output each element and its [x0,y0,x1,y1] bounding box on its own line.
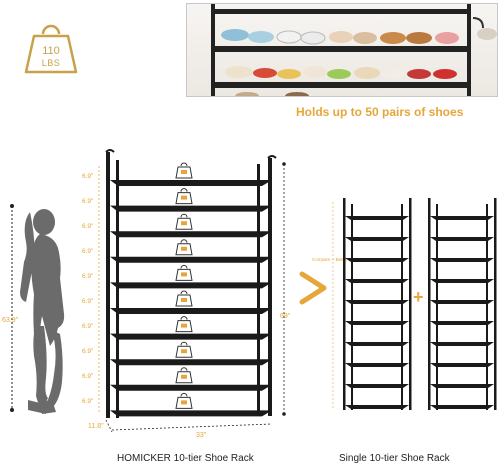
shelf [345,342,409,346]
shelf [430,300,494,304]
rack-post [268,158,272,416]
shelf [110,282,272,289]
shelf [345,363,409,367]
weight-icon [175,239,193,256]
rack-post [351,204,353,410]
rack-post [106,152,110,418]
plus-sign: + [413,287,424,307]
shelf [345,405,409,409]
dim-dot [282,162,286,166]
width-dim-line [111,423,273,431]
shelf [345,237,409,241]
tier-spacing-labels: 6.9" 6.9" 6.9" 6.9" 6.9" 6.9" 6.9" 6.9" … [82,173,94,405]
shelf [110,359,272,366]
dim-dot [10,408,14,412]
weight-icon [175,188,193,205]
rack-post [401,204,403,410]
shelf [430,384,494,388]
shelf [110,256,272,263]
single-rack-1 [343,198,412,410]
weight-icon [24,24,78,74]
tier-spacing-label: 6.9" [82,398,94,405]
height-label: 69" [280,313,291,320]
rack-post [343,198,346,410]
main-rack [105,149,277,418]
weight-icon [175,392,193,409]
left-rack-label: HOMICKER 10-tier Shoe Rack [117,453,254,464]
tier-spacing-label: 6.9" [82,298,94,305]
weight-icon [175,341,193,358]
person-height-label: 63.9" [2,317,19,324]
shelf [430,405,494,409]
compare-arrow [299,271,327,305]
product-photo [186,3,498,97]
shelf [430,216,494,220]
shoes-photo [211,4,497,96]
shelf [430,321,494,325]
rack-post [257,164,260,414]
tier-spacing-label: 6.9" [82,223,94,230]
photo-caption: Holds up to 50 pairs of shoes [296,105,464,119]
shelf [345,258,409,262]
weight-icon [175,162,193,179]
shelf [345,279,409,283]
shelf [110,384,272,391]
rack-post [116,160,119,418]
tier-spacing-label: 6.9" [82,323,94,330]
weight-icon [175,264,193,281]
shelf [110,205,272,212]
tier-spacing-label: 6.9" [82,198,94,205]
tier-spacing-label: 6.9" [82,173,94,180]
shelf [430,258,494,262]
weight-value: 110 [42,45,60,57]
single-rack-2 [428,198,497,410]
shelf [110,410,272,417]
shelf [110,333,272,340]
shelf [345,321,409,325]
right-rack-label: Single 10-tier Shoe Rack [339,453,450,464]
rack-post [436,204,438,410]
depth-label: 11.8" [88,423,104,430]
weight-icon [175,290,193,307]
rack-post [409,198,412,410]
rack-post [494,198,497,410]
weight-icon [175,213,193,230]
weight-unit: LBS [41,58,61,68]
shelf [430,363,494,367]
tier-spacing-label: 6.9" [82,273,94,280]
rack-post [486,204,488,410]
weight-icon [175,367,193,384]
tier-spacing-label: 6.9" [82,373,94,380]
rack-post [428,198,431,410]
weight-icon [175,316,193,333]
shelf [345,216,409,220]
shelf [345,300,409,304]
person-silhouette [20,209,65,414]
tier-spacing-label: 6.9" [82,248,94,255]
shelf [110,308,272,314]
shelf [430,342,494,346]
shelf [110,231,272,238]
shelf [345,384,409,388]
arrow-note: Compare + Better [312,257,348,262]
weight-badge: 110 LBS [22,20,80,76]
width-label: 33" [196,432,207,439]
shelf [430,237,494,241]
dim-dot [10,204,14,208]
shelf [430,279,494,283]
tier-spacing-label: 6.9" [82,348,94,355]
dim-dot [282,412,286,416]
shelf [110,180,272,186]
depth-dim-line [105,419,113,433]
